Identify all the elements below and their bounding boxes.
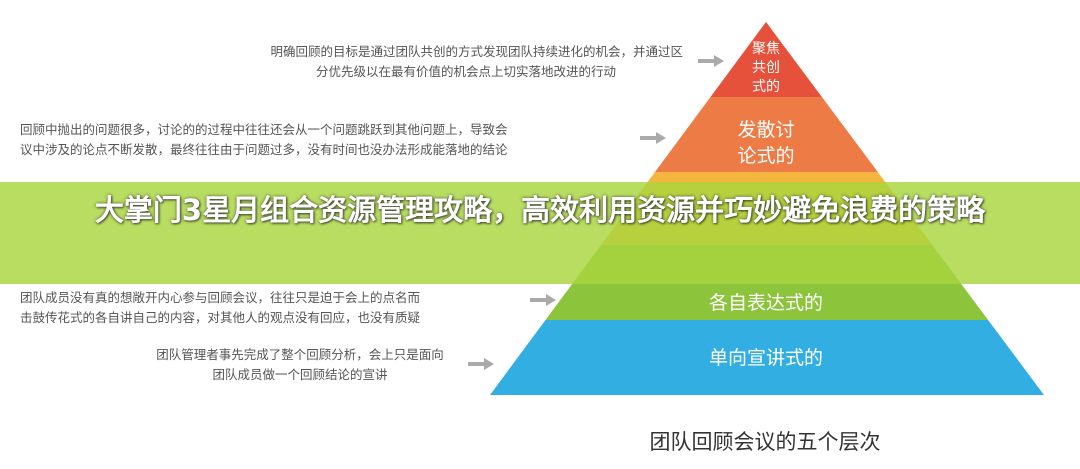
description-focus: 明确回顾的目标是通过团队共创的方式发现团队持续进化的机会，并通过区 分优先级以在… (270, 42, 683, 82)
pyramid-layer-focus (710, 22, 822, 97)
description-line: 团队成员没有真的想敞开内心参与回顾会议，往往只是迫于会上的点名而 (20, 290, 421, 305)
description-line: 回顾中抛出的问题很多，讨论的的过程中往往还会从一个问题跳跃到其他问题上，导致会 (20, 122, 508, 137)
layer-label-divergent: 发散讨 论式的 (737, 119, 795, 167)
description-individual: 团队成员没有真的想敞开内心参与回顾会议，往往只是迫于会上的点名而 击鼓传花式的各… (20, 288, 420, 328)
title-banner (0, 182, 1080, 284)
layer-label-oneway: 单向宣讲式的 (708, 347, 824, 369)
description-divergent: 回顾中抛出的问题很多，讨论的的过程中往往还会从一个问题跳跃到其他问题上，导致会 … (20, 120, 508, 160)
description-line: 击鼓传花式的各自讲自己的内容，对其他人的观点没有回应，也没有质疑 (20, 310, 421, 325)
arrow-right-icon (468, 358, 494, 370)
description-line: 分优先级以在最有价值的机会点上切实落地改进的行动 (315, 64, 616, 79)
description-oneway: 团队管理者事先完成了整个回顾分析，会上只是面向 团队成员做一个回顾结论的宣讲 (156, 345, 444, 385)
arrow-right-icon (530, 294, 556, 306)
page-title: 大掌门3星月组合资源管理攻略，高效利用资源并巧妙避免浪费的策略 (94, 193, 986, 227)
description-line: 团队成员做一个回顾结论的宣讲 (212, 367, 388, 382)
layer-label-individual: 各自表达式的 (708, 292, 824, 314)
arrow-right-icon (698, 55, 724, 67)
description-line: 团队管理者事先完成了整个回顾分析，会上只是面向 (156, 347, 444, 362)
arrow-right-icon (640, 132, 666, 144)
description-line: 明确回顾的目标是通过团队共创的方式发现团队持续进化的机会，并通过区 (270, 44, 683, 59)
pyramid-layer-divergent (655, 97, 878, 172)
description-line: 议中涉及的论点不断发散，最终往往由于问题过多，没有时间也没办法形成能落地的结论 (20, 142, 508, 157)
layer-label-focus: 聚焦 共创 式的 (752, 41, 780, 95)
diagram-caption: 团队回顾会议的五个层次 (649, 430, 881, 454)
pyramid-layer-oneway (490, 320, 1044, 395)
